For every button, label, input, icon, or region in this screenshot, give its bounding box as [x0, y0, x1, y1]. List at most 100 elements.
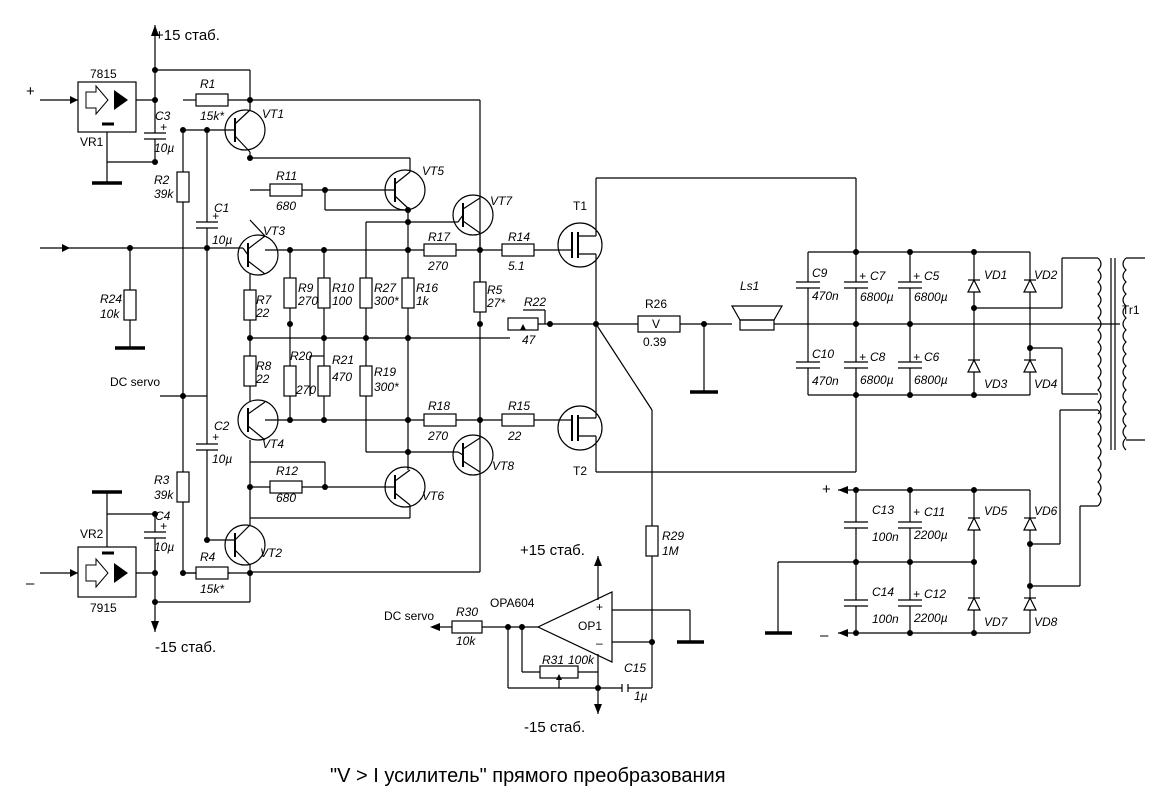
r26-value: 0.39: [643, 335, 667, 349]
r26-resistor: [637, 315, 732, 394]
c15-ref: C15: [624, 661, 646, 675]
r12-resistor: [249, 440, 326, 518]
r26-ref: R26: [645, 297, 667, 311]
r11-ref: R11: [276, 169, 297, 183]
r4-value: 15k*: [200, 582, 224, 596]
r17-r18-resistors: [423, 243, 457, 427]
c10-value: 470n: [812, 374, 839, 388]
r7-value: 22: [255, 306, 270, 320]
gate-resistors: [480, 243, 560, 427]
r22-resistor: [507, 309, 596, 331]
positive-supply-label: +15 стаб.: [155, 27, 220, 44]
negative-supply-rail: [151, 420, 481, 632]
c12-plus: +: [913, 587, 920, 601]
vd7-label: VD7: [984, 615, 1009, 629]
r17-value: 270: [427, 259, 448, 273]
r18-ref: R18: [428, 399, 450, 413]
r20-ref: R20: [290, 349, 312, 363]
c13-value: 100n: [872, 530, 899, 544]
vt7-transistor: [452, 194, 494, 250]
dc-servo-input-label: DC servo: [110, 375, 160, 389]
r1-ref: R1: [200, 77, 215, 91]
vt6-transistor: [325, 466, 426, 508]
r10-ref: R10: [332, 281, 354, 295]
c7-ref: C7: [870, 269, 887, 283]
c4-plus: +: [160, 519, 167, 533]
r27-ref: R27: [374, 281, 397, 295]
r8-ref: R8: [256, 359, 272, 373]
r22-value: 47: [522, 333, 537, 347]
r7-ref: R7: [256, 293, 273, 307]
c2-value: 10µ: [212, 452, 232, 466]
c5-value: 6800µ: [914, 290, 948, 304]
c14-ref: C14: [872, 585, 894, 599]
dc-servo-output-label: DC servo: [384, 609, 434, 623]
driver-bias-network: [243, 210, 510, 470]
vt8-transistor: [452, 420, 494, 476]
c8-ref: C8: [870, 350, 886, 364]
opamp-part: OPA604: [490, 596, 535, 610]
c3-value: 10µ: [154, 141, 174, 155]
speaker-label: Ls1: [740, 279, 759, 293]
r29-value: 1M: [662, 544, 679, 558]
r5-value: 27*: [486, 296, 505, 310]
r29-resistor: [612, 525, 659, 643]
c4-value: 10µ: [154, 540, 174, 554]
vt6-label: VT6: [422, 489, 444, 503]
c10-ref: C10: [812, 347, 834, 361]
vt7-label: VT7: [490, 194, 513, 208]
vt5-transistor: [325, 169, 426, 211]
r5-ref: R5: [487, 283, 503, 297]
vd1-label: VD1: [984, 268, 1007, 282]
r15-ref: R15: [508, 399, 530, 413]
r3-value: 39k: [154, 488, 174, 502]
opamp: [430, 556, 704, 714]
aux-plus-label: +: [822, 481, 831, 498]
c6-plus: +: [913, 350, 920, 364]
speaker: [730, 305, 1120, 331]
vd8-label: VD8: [1034, 615, 1058, 629]
vt1-transistor: [224, 100, 266, 158]
r19-value: 300*: [374, 380, 399, 394]
r21-value: 470: [332, 370, 352, 384]
vr1-regulator: [40, 81, 155, 185]
transformer-label: Tr1: [1122, 303, 1140, 317]
r20-value: 270: [295, 383, 316, 397]
r10-value: 100: [332, 294, 352, 308]
c2-ref: C2: [214, 419, 230, 433]
t2-label: T2: [573, 464, 587, 478]
r14-ref: R14: [508, 230, 530, 244]
input-bias-network: [176, 129, 230, 574]
transformer: [1059, 257, 1145, 586]
aux-minus-label: –: [820, 627, 829, 644]
vd3-label: VD3: [984, 377, 1008, 391]
vt8-label: VT8: [492, 459, 514, 473]
c3-ref: C3: [155, 109, 171, 123]
c3-capacitor: [144, 100, 166, 162]
r31-value: 100k: [568, 653, 595, 667]
r16-value: 1k: [416, 294, 430, 308]
c5-ref: C5: [924, 269, 940, 283]
junction-dots: [127, 67, 1033, 691]
r2-value: 39k: [154, 187, 174, 201]
c1-ref: C1: [214, 201, 229, 215]
c5-plus: +: [913, 269, 920, 283]
c14-value: 100n: [872, 612, 899, 626]
vr1-input-plus: +: [26, 83, 35, 100]
c13-ref: C13: [872, 503, 894, 517]
vr1-ref-label: VR1: [80, 135, 104, 149]
c12-ref: C12: [924, 587, 946, 601]
vr2-regulator: [40, 490, 155, 598]
c1-value: 10µ: [212, 233, 232, 247]
vr2-input-minus: –: [26, 575, 35, 592]
negative-supply-label: -15 стаб.: [155, 639, 216, 656]
r24-value: 10k: [100, 307, 120, 321]
opamp-negative-supply: -15 стаб.: [524, 719, 585, 736]
r19-ref: R19: [374, 365, 396, 379]
c4-ref: C4: [155, 509, 171, 523]
vr2-ref-label: VR2: [80, 527, 104, 541]
main-bridge-rectifier: [967, 252, 1098, 395]
c15-value: 1µ: [634, 689, 648, 703]
opamp-positive-supply: +15 стаб.: [520, 542, 585, 559]
